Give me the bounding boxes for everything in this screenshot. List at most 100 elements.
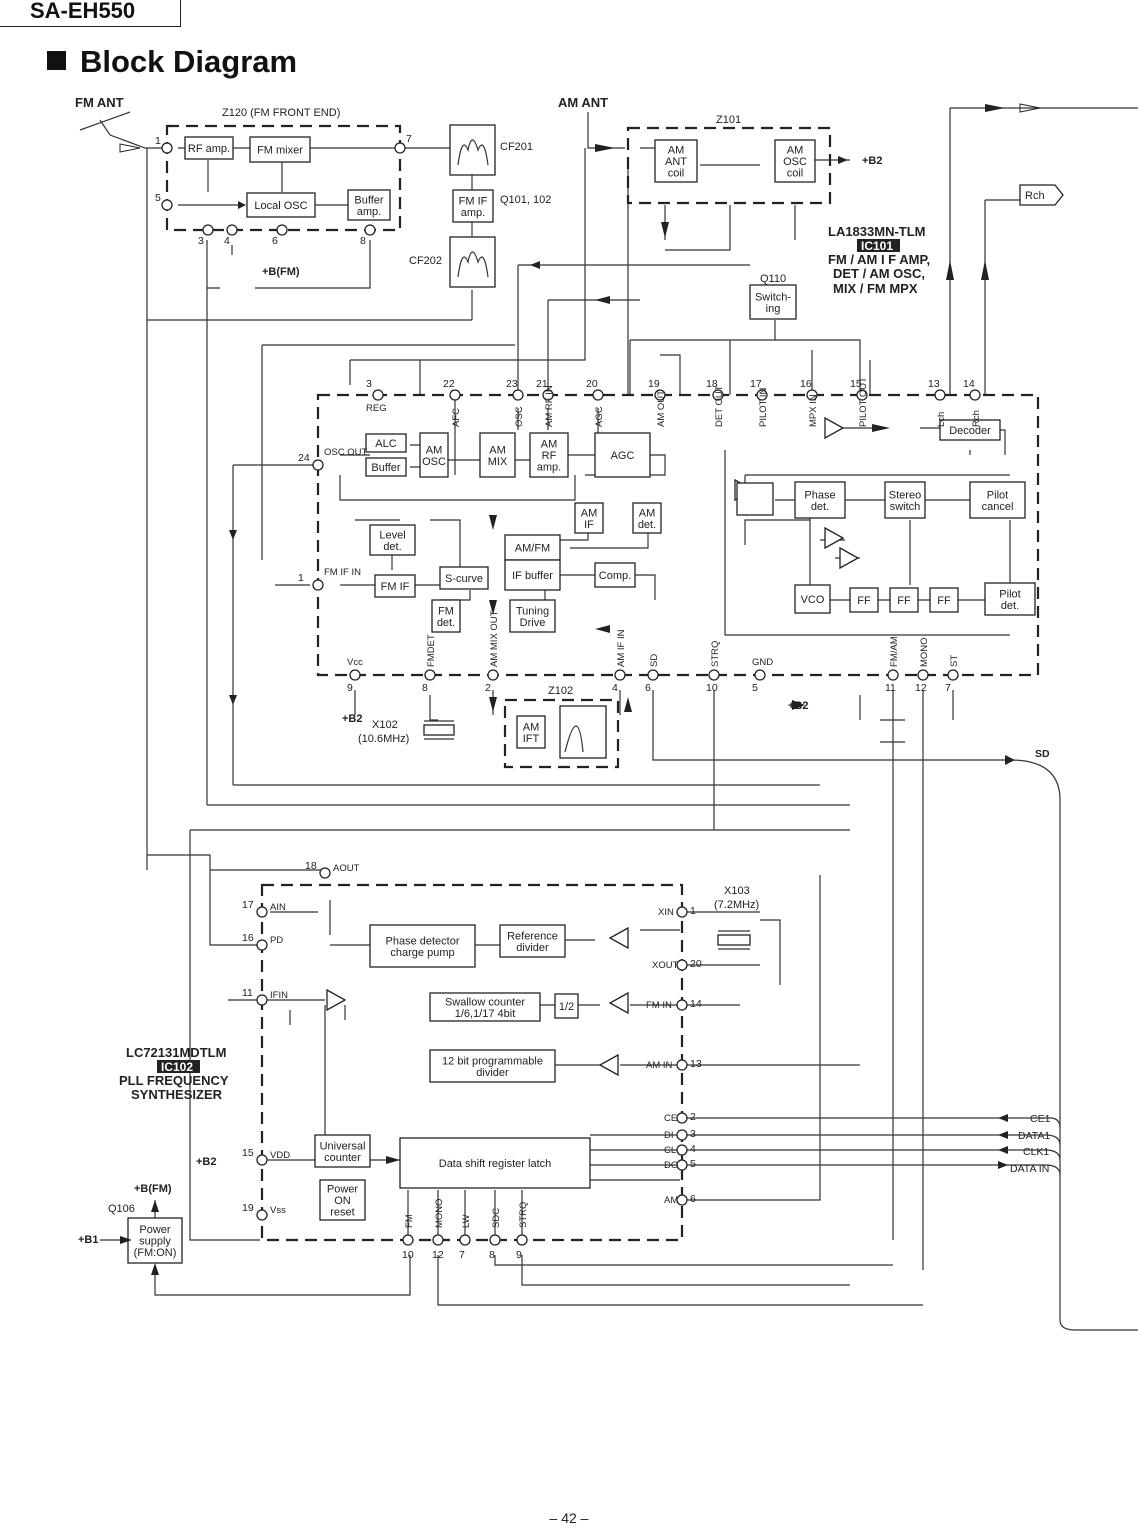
pin-name: XOUT bbox=[652, 960, 679, 971]
rch-output-label: Rch bbox=[1025, 190, 1045, 202]
pin-number: 18 bbox=[706, 378, 718, 390]
pin-name: SDC bbox=[491, 1208, 502, 1228]
pin-circle bbox=[161, 142, 173, 154]
pin-circle bbox=[592, 389, 604, 401]
block-pilot-cancel-text: cancel bbox=[982, 501, 1014, 513]
pin-ic101-2: 2AM MIX OUT bbox=[485, 610, 500, 694]
cf202-filter bbox=[449, 236, 496, 288]
x102-crystal-icon bbox=[423, 724, 455, 736]
block-am-rf-amp-text: RF bbox=[542, 450, 557, 462]
pin-name: DO bbox=[664, 1160, 678, 1171]
amp-triangle-icon bbox=[839, 546, 860, 570]
pin-circle bbox=[449, 389, 461, 401]
pin-circle bbox=[256, 906, 268, 918]
pin-z120-3: 3 bbox=[198, 224, 214, 247]
block-switching-text: Switch- bbox=[755, 291, 791, 303]
block-local-osc: Local OSC bbox=[246, 192, 316, 218]
pin-ic102-5: 5DO bbox=[664, 1158, 696, 1171]
pin-number: 7 bbox=[945, 682, 951, 694]
block-am-mix-text: AM bbox=[489, 444, 506, 456]
pin-z120-5: 5 bbox=[155, 192, 173, 211]
block-rf-amp-text: RF amp. bbox=[188, 143, 230, 155]
heading-text: Block Diagram bbox=[80, 44, 298, 79]
bus-data1-label: DATA1 bbox=[1018, 1130, 1050, 1142]
pin-number: 6 bbox=[645, 682, 651, 694]
pin-number: 10 bbox=[706, 682, 718, 694]
pin-name: AM OUT bbox=[656, 390, 667, 427]
x102-frequency: (10.6MHz) bbox=[358, 733, 409, 745]
pin-name: AOUT bbox=[333, 863, 360, 874]
fm-in-amp-triangle-icon bbox=[608, 991, 629, 1015]
cf201-response-icon bbox=[457, 139, 489, 166]
block-am-ant-coil-text: ANT bbox=[665, 156, 687, 168]
block-pilot-det-text: det. bbox=[1001, 600, 1019, 612]
pin-name: MONO bbox=[434, 1198, 445, 1228]
pin-number: 8 bbox=[360, 235, 366, 247]
outside-labels: FM ANT AM ANT Z120 (FM FRONT END) Z101 Z… bbox=[75, 95, 1050, 1246]
pin-number: 17 bbox=[242, 899, 254, 911]
block-am-det-text: AM bbox=[639, 507, 656, 519]
pin-name: Lch bbox=[936, 412, 947, 427]
block-fm-mixer-text: FM mixer bbox=[257, 145, 303, 157]
pin-number: 18 bbox=[305, 860, 317, 872]
pin-circle bbox=[402, 1234, 414, 1246]
block-half-text: 1/2 bbox=[559, 1001, 574, 1013]
pin-name: AGC bbox=[594, 406, 605, 427]
pin-circle bbox=[256, 1209, 268, 1221]
pin-z120-1: 1 bbox=[155, 135, 173, 154]
pin-name: OSC bbox=[514, 406, 525, 427]
pin-circle bbox=[712, 389, 724, 401]
block-power-supply-text: (FM:ON) bbox=[134, 1247, 177, 1259]
pin-circle bbox=[364, 224, 376, 236]
block-phase-det-text: det. bbox=[811, 501, 829, 513]
block-local-osc-text: Local OSC bbox=[254, 200, 307, 212]
pin-circle bbox=[349, 669, 361, 681]
ic102-part-number: LC72131MDTLM bbox=[126, 1045, 226, 1060]
ic102-desc-line2: SYNTHESIZER bbox=[131, 1087, 223, 1102]
pin-number: 20 bbox=[586, 378, 598, 390]
pin-name: SD bbox=[649, 654, 660, 667]
ic102-badge bbox=[157, 1060, 200, 1073]
pin-circle bbox=[202, 224, 214, 236]
pin-name: DI bbox=[664, 1130, 674, 1141]
pin-name: DET OUT bbox=[714, 385, 725, 427]
pin-circle bbox=[614, 669, 626, 681]
pin-circle bbox=[487, 669, 499, 681]
pin-circle bbox=[312, 459, 324, 471]
heading-square-icon bbox=[47, 51, 66, 70]
block-am-det-text: det. bbox=[638, 519, 656, 531]
block-alc-text: ALC bbox=[375, 438, 396, 450]
pin-number: 11 bbox=[885, 682, 896, 694]
pin-name: AM IF IN bbox=[616, 629, 627, 667]
cf202-label: CF202 bbox=[409, 255, 442, 267]
block-vco-text: VCO bbox=[801, 594, 825, 606]
pin-circle bbox=[947, 669, 959, 681]
pin-number: 1 bbox=[690, 905, 696, 917]
model-number: SA-EH550 bbox=[30, 0, 136, 23]
pin-name: AFC bbox=[451, 408, 462, 427]
pin-name: AM RF IN bbox=[544, 385, 555, 427]
x103-frequency: (7.2MHz) bbox=[714, 899, 759, 911]
block-am-osc-text: AM bbox=[426, 444, 443, 456]
pin-circle bbox=[394, 142, 406, 154]
b2-supply-label-am: +B2 bbox=[862, 155, 883, 167]
block-am-rf-amp-text: AM bbox=[541, 439, 558, 451]
pin-number: 21 bbox=[536, 378, 548, 390]
pin-name: GND bbox=[752, 657, 773, 668]
pin-name: Vss bbox=[270, 1205, 286, 1216]
pin-circle bbox=[887, 669, 899, 681]
block-power-supply-text: supply bbox=[139, 1236, 171, 1248]
